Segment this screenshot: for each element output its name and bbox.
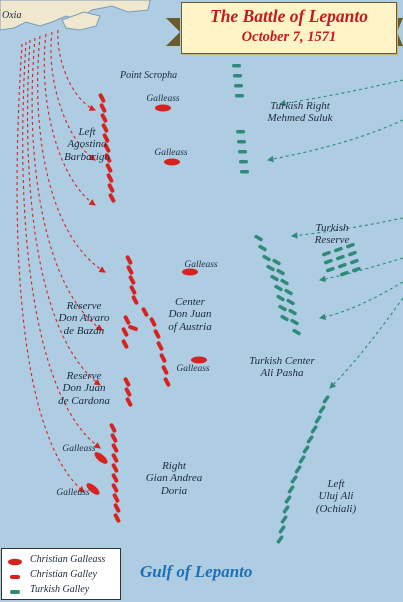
arrow-reserve [27,39,101,386]
galleass-right-1 [94,452,108,464]
turkish-galleys [232,64,361,544]
label-galleass-6: Galleass [56,488,90,498]
legend-label: Christian Galley [30,568,97,580]
legend-label: Turkish Galley [30,583,90,595]
christian-galleys [98,93,171,523]
christian-reserve-bazan [128,324,138,332]
turkish-center [254,234,301,336]
galleass-center-2 [191,356,207,364]
label-galleass-3: Galleass [184,260,218,270]
label-turkish-reserve: Turkish Reserve [314,222,350,247]
legend-label: Christian Galleass [30,553,106,565]
legend: Christian Galleass Christian Galley Turk… [1,548,121,600]
arrow-turkish-right-1 [278,79,403,107]
christian-left-wing [98,93,116,203]
label-galleass-1: Galleass [146,94,180,104]
christian-galley-symbol [6,569,24,579]
label-turkish-left: Left Uluj Ali (Ochiali) [315,478,357,515]
turkish-approach-arrows [266,79,403,389]
label-galleass-2: Galleass [154,148,188,158]
arrow-turkish-center-2 [318,281,403,321]
arrow-turkish-right-2 [266,119,403,163]
arrow-right-2 [16,43,85,493]
title-banner: The Battle of Lepanto October 7, 1571 [181,2,397,54]
label-reserve-bazan: Reserve Don Alvaro de Bazán [58,300,110,337]
label-galleass-5: Galleass [62,444,96,454]
arrow-turkish-center-1 [318,257,403,283]
legend-item-turkish-galley: Turkish Galley [6,582,89,596]
label-turkish-center: Turkish Center Ali Pasha [249,355,315,380]
arrow-center-2 [31,37,103,331]
place-oxia: Oxia [2,10,22,21]
arrow-turkish-left [329,297,403,389]
christian-galleasses [86,104,207,495]
title-ribbon-left [166,18,180,46]
christian-approach-arrows [16,29,106,493]
turkish-right [232,64,249,174]
island-oxia [61,11,101,31]
label-left-wing: Left Agostino Barbarigo [64,126,110,163]
title-ribbon-right [397,18,403,46]
label-galleass-4: Galleass [176,364,210,374]
label-center: Center Don Juan of Austria [168,296,212,333]
arrow-turkish-reserve [290,217,403,239]
christian-center [121,255,171,387]
label-right-wing: Right Gian Andrea Doria [145,460,203,497]
label-turkish-right: Turkish Right Mehmed Suluk [267,100,333,125]
arrow-left-2 [50,31,96,161]
place-point-scropha: Point Scropha [120,70,178,81]
turkish-reserve [322,242,361,277]
turkish-left [276,395,330,544]
arrow-left-3 [43,33,96,206]
place-gulf-of-lepanto: Gulf of Lepanto [140,562,253,581]
map-title: The Battle of Lepanto [210,6,368,26]
turkish-galley-symbol [6,584,24,594]
legend-item-christian-galleass: Christian Galleass [6,552,105,566]
arrow-left-1 [57,29,97,111]
galleass-left-1 [155,104,171,112]
christian-right-wing [109,423,121,523]
galleass-left-2 [164,158,180,166]
galleass-center-1 [182,268,198,276]
christian-galleass-symbol [6,554,24,566]
arrow-center-1 [37,35,106,273]
christian-reserve-cardona [123,377,133,407]
galleass-right-2 [86,483,100,495]
map-date: October 7, 1571 [241,29,337,45]
label-reserve-cardona: Reserve Don Juan de Cardona [58,370,110,407]
legend-item-christian-galley: Christian Galley [6,567,97,581]
